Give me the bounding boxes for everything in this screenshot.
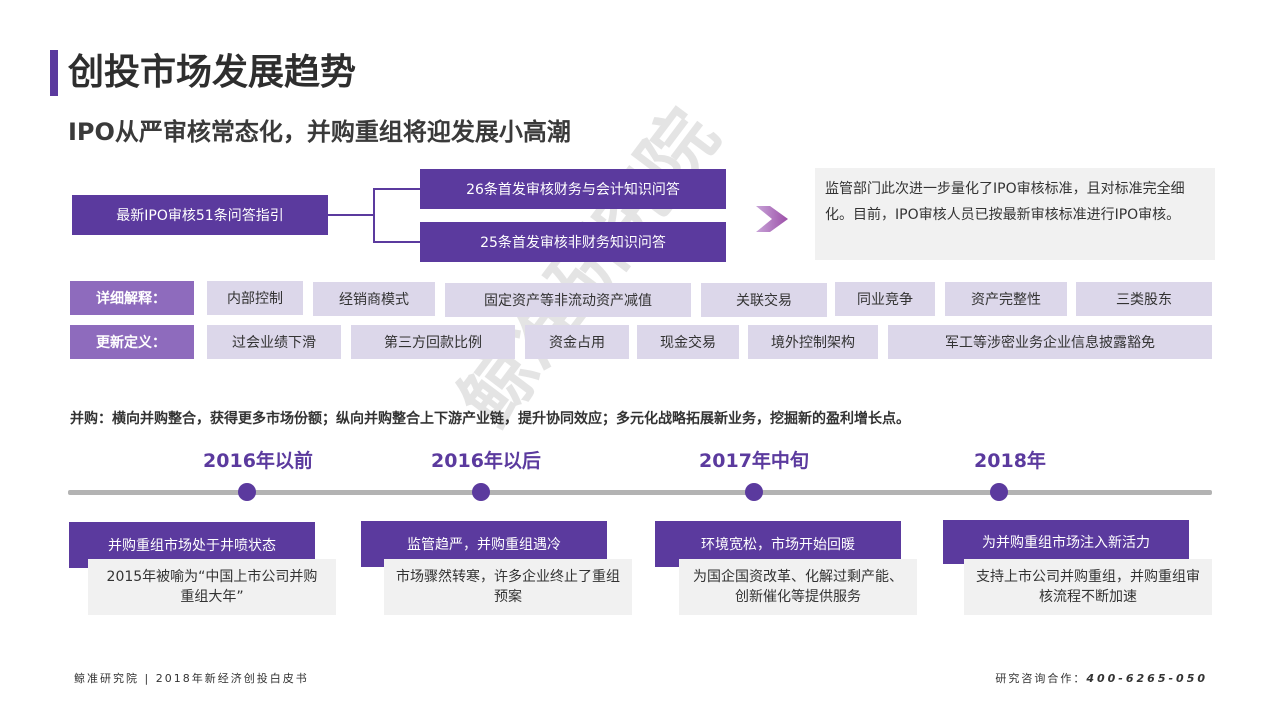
timeline-card-body: 市场骤然转寒，许多企业终止了重组预案 — [384, 559, 632, 615]
update-tag: 境外控制架构 — [748, 325, 878, 359]
timeline-card-body: 为国企国资改革、化解过剩产能、创新催化等提供服务 — [679, 559, 917, 615]
timeline-year: 2016年以前 — [203, 450, 313, 472]
footer-contact-label: 研究咨询合作： — [995, 672, 1087, 685]
ipo-note: 监管部门此次进一步量化了IPO审核标准，且对标准完全细化。目前，IPO审核人员已… — [815, 168, 1215, 260]
chevron-right-icon — [756, 206, 788, 232]
footer-contact-phone: 400-6265-050 — [1086, 672, 1208, 685]
detail-tag: 关联交易 — [701, 283, 827, 317]
timeline-card-body: 支持上市公司并购重组，并购重组审核流程不断加速 — [964, 559, 1212, 615]
mna-summary: 并购：横向并购整合，获得更多市场份额；纵向并购整合上下游产业链，提升协同效应；多… — [70, 411, 910, 427]
page-title: 创投市场发展趋势 — [68, 52, 357, 93]
detail-tag: 内部控制 — [207, 281, 303, 315]
timeline-card-body: 2015年被喻为“中国上市公司并购重组大年” — [88, 559, 336, 615]
detail-tag: 同业竞争 — [835, 282, 935, 316]
detail-tag: 固定资产等非流动资产减值 — [445, 283, 691, 317]
bracket-connector — [328, 214, 374, 216]
footer-source: 鲸准研究院 | 2018年新经济创投白皮书 — [74, 672, 309, 685]
timeline-year: 2018年 — [974, 450, 1046, 472]
update-tag: 第三方回款比例 — [351, 325, 515, 359]
bracket-bottom — [373, 241, 420, 243]
page-subtitle: IPO从严审核常态化，并购重组将迎发展小高潮 — [68, 118, 571, 146]
detail-tag: 资产完整性 — [945, 282, 1067, 316]
ipo-guide-main-box: 最新IPO审核51条问答指引 — [72, 195, 328, 235]
ipo-branch-nonfinancial: 25条首发审核非财务知识问答 — [420, 222, 726, 262]
timeline-year: 2016年以后 — [431, 450, 541, 472]
update-tag: 过会业绩下滑 — [207, 325, 341, 359]
timeline-dot — [990, 483, 1008, 501]
timeline-dot — [472, 483, 490, 501]
update-label: 更新定义： — [70, 325, 194, 359]
detail-tag: 三类股东 — [1076, 282, 1212, 316]
bracket-vertical — [373, 188, 375, 242]
title-accent-bar — [50, 50, 58, 96]
timeline-card-head: 为并购重组市场注入新活力 — [943, 520, 1189, 564]
timeline-dot — [238, 483, 256, 501]
update-tag: 资金占用 — [525, 325, 629, 359]
detail-tag: 经销商模式 — [313, 282, 435, 316]
update-tag: 现金交易 — [637, 325, 739, 359]
footer-contact: 研究咨询合作：400-6265-050 — [995, 670, 1208, 686]
ipo-branch-financial: 26条首发审核财务与会计知识问答 — [420, 169, 726, 209]
timeline-dot — [745, 483, 763, 501]
detail-label: 详细解释： — [70, 281, 194, 315]
timeline-year: 2017年中旬 — [699, 450, 809, 472]
update-tag: 军工等涉密业务企业信息披露豁免 — [888, 325, 1212, 359]
bracket-top — [373, 188, 420, 190]
timeline-track — [68, 490, 1212, 495]
